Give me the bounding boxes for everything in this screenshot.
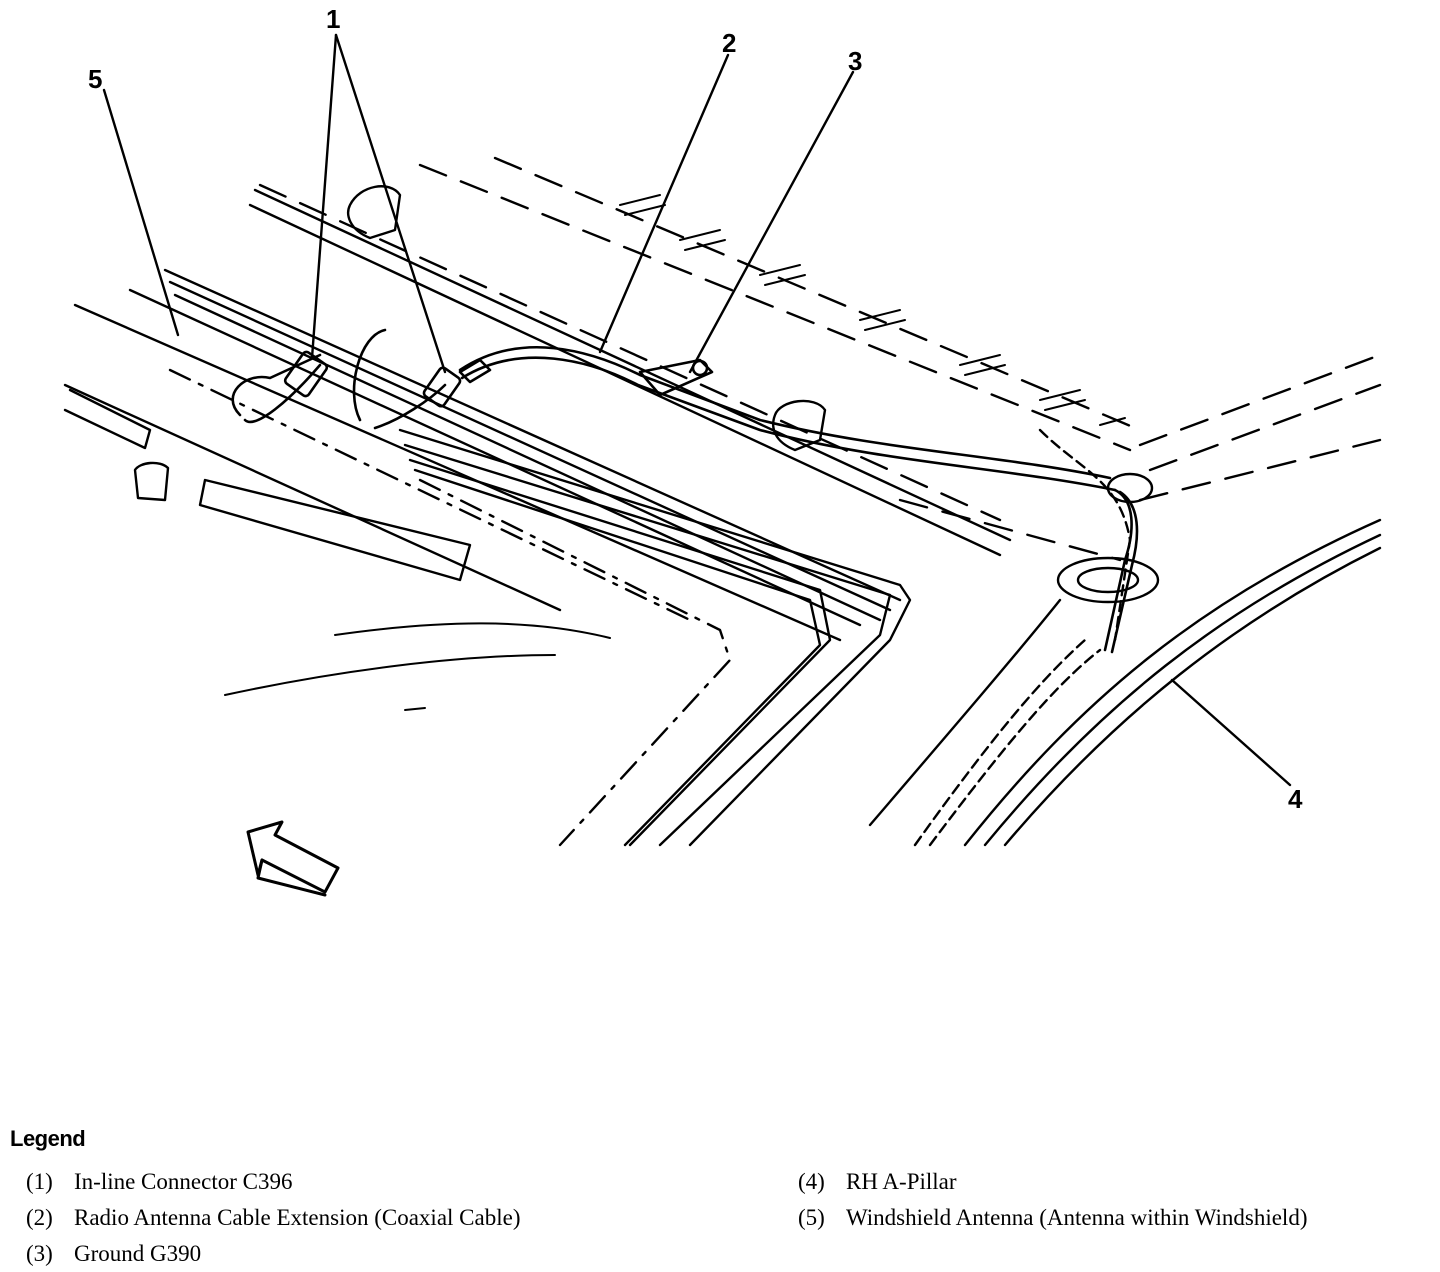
legend-item: (1) In-line Connector C396 xyxy=(26,1164,520,1200)
legend-item: (3) Ground G390 xyxy=(26,1236,520,1272)
legend-item: (5) Windshield Antenna (Antenna within Wi… xyxy=(798,1200,1307,1236)
legend-title: Legend xyxy=(10,1126,86,1151)
roof-hatch-marks xyxy=(619,194,1126,426)
headliner-slots xyxy=(63,388,472,582)
callout-5: 5 xyxy=(88,64,102,94)
a-pillar-lines xyxy=(868,428,1382,847)
legend-item-number: (1) xyxy=(26,1169,53,1194)
callout-2: 2 xyxy=(722,28,736,58)
callout-4: 4 xyxy=(1288,784,1303,814)
legend-column-left: (1) In-line Connector C396 (2) Radio Anten… xyxy=(26,1164,520,1272)
leader-lines xyxy=(102,33,1292,787)
coaxial-cable xyxy=(231,328,1139,654)
legend-item-number: (5) xyxy=(798,1205,825,1230)
callout-3: 3 xyxy=(848,46,862,76)
legend-item-number: (4) xyxy=(798,1169,825,1194)
headliner-edge xyxy=(63,188,1012,642)
roof-dashed-lines xyxy=(258,156,1382,562)
antenna-diagram: 1 2 3 4 5 xyxy=(63,4,1382,897)
legend-column-right: (4) RH A-Pillar (5) Windshield Antenna (An… xyxy=(798,1164,1307,1236)
callout-1: 1 xyxy=(326,4,340,34)
grommets xyxy=(347,185,1160,604)
legend-item-label: In-line Connector C396 xyxy=(74,1169,293,1194)
legend-item-label: Radio Antenna Cable Extension (Coaxial C… xyxy=(74,1205,521,1230)
legend-item-label: RH A-Pillar xyxy=(846,1169,957,1194)
glass-reflections xyxy=(224,622,611,711)
legend-item-label: Ground G390 xyxy=(74,1241,202,1266)
legend-item-number: (3) xyxy=(26,1241,53,1266)
inline-connectors xyxy=(283,350,492,408)
legend-item: (2) Radio Antenna Cable Extension (Coaxia… xyxy=(26,1200,520,1236)
legend-item-label: Windshield Antenna (Antenna within Winds… xyxy=(846,1205,1308,1230)
front-direction-arrow xyxy=(246,820,340,897)
legend-item-number: (2) xyxy=(26,1205,53,1230)
windshield-outline xyxy=(168,368,912,847)
legend-item: (4) RH A-Pillar xyxy=(798,1164,1307,1200)
legend: Legend (1) In-line Connector C396 (2) Radi… xyxy=(10,1126,1430,1266)
